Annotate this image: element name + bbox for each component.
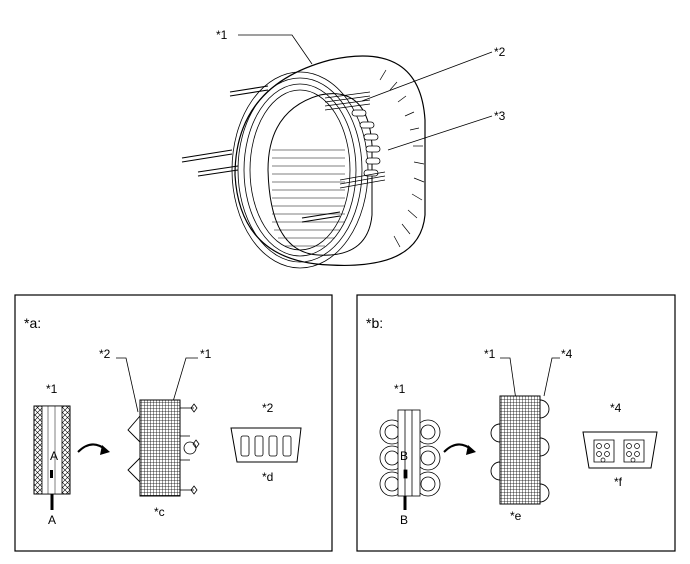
panel-b-section-marker: B [400,513,408,527]
panel-a-right-label: *2 [262,401,274,415]
panel-a-section-letter: A [50,449,58,463]
panel-b-winding-mesh [499,395,541,505]
callout-3: *3 [494,109,506,123]
panel-a-right-caption: *d [262,470,273,484]
panel-b-coil-bar [379,409,441,497]
panel-a-mid-right-label: *1 [200,347,212,361]
panel-a-mid-caption: *c [154,505,165,519]
panel-a-cross-section [230,427,302,463]
panel-b-section-letter: B [400,449,408,463]
panel-a-title: *a: [24,315,41,331]
panel-a-section-marker: A [48,513,56,527]
panel-b-cross-section [582,431,658,469]
panel-b-right-label: *4 [610,401,622,415]
panel-a-coil-bar [33,405,71,495]
panel-b-title: *b: [366,315,383,331]
panel-a-mid-left-label: *2 [99,347,111,361]
stator-assembly [181,55,426,269]
panel-a-part-label: *1 [46,382,58,396]
panel-b: *b: *1 B B *1 *4 [356,294,676,552]
panel-a: *a: *1 A A *2 *1 [14,294,333,552]
callout-1: *1 [216,28,228,42]
panel-b-mid-caption: *e [510,509,522,523]
panel-b-part-label: *1 [394,382,406,396]
callout-2: *2 [494,45,506,59]
panel-b-mid-right-label: *4 [561,347,573,361]
panel-b-right-caption: *f [614,475,623,489]
top-callouts [238,34,493,151]
panel-b-mid-left-label: *1 [484,347,496,361]
panel-a-winding-mesh [139,399,181,497]
